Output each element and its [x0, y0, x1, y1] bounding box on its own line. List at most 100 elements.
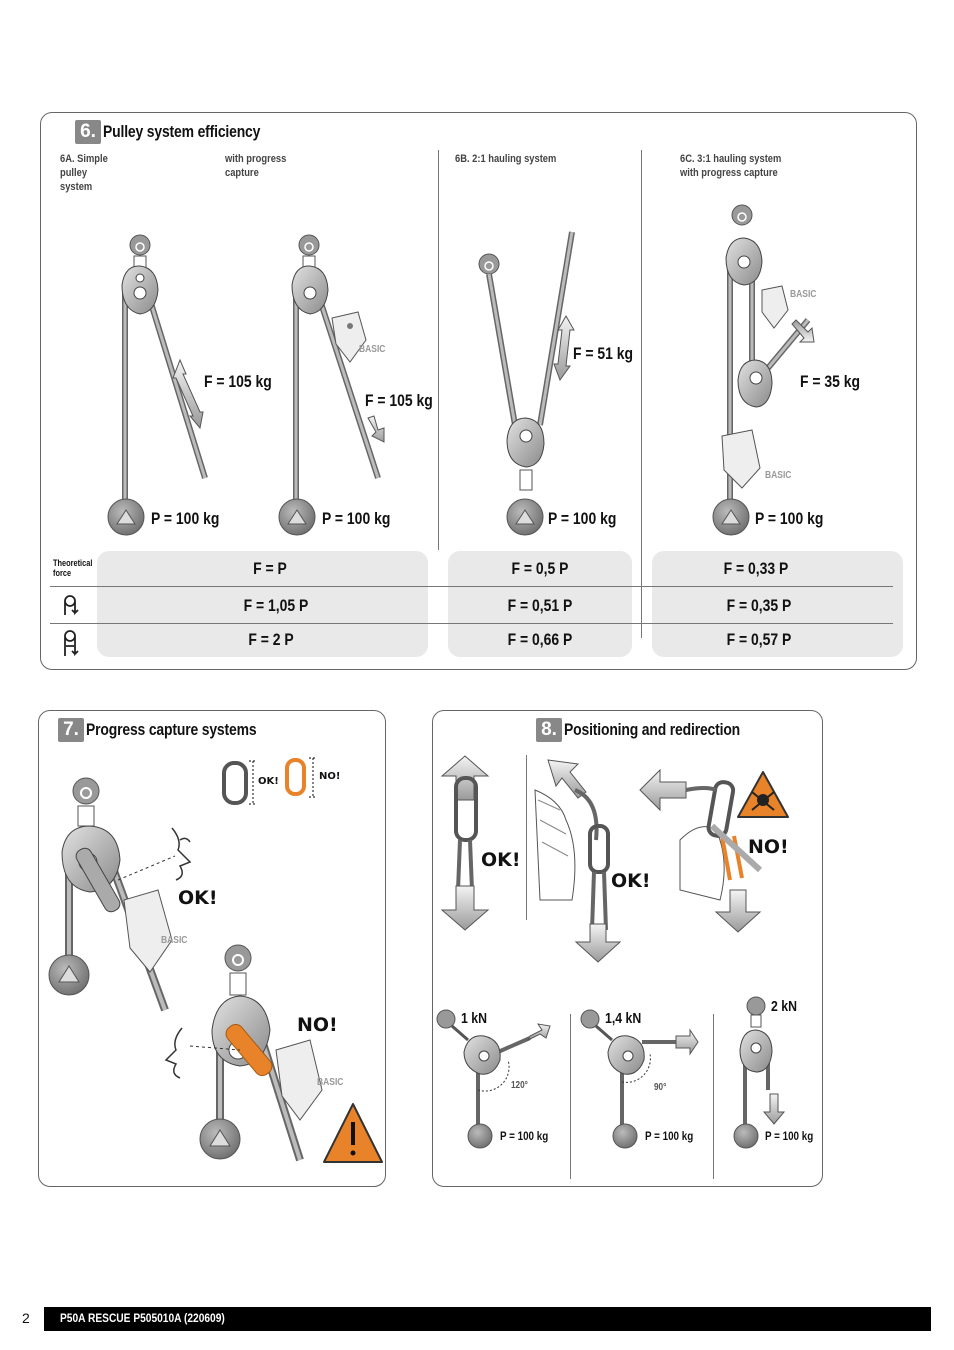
double-arrow-icon: [553, 314, 575, 382]
left-arrow-icon: [639, 768, 687, 812]
pulley-icon: [725, 237, 763, 286]
anchor-icon: [731, 204, 753, 226]
ok-label: OK!: [178, 887, 218, 909]
load-icon: [278, 498, 316, 536]
up-arrow-icon: [791, 319, 815, 343]
carabiner-icon: [706, 780, 736, 838]
pulley-icon: [291, 265, 329, 315]
force-label-6a: F = 105 kg: [204, 372, 272, 391]
force-1-4kn: 1,4 kN: [605, 1010, 642, 1027]
table-cell: F = 0,57 P: [726, 630, 792, 649]
down-arrow-icon: [762, 1093, 786, 1125]
table-cell: F = 0,5 P: [511, 559, 569, 578]
warning-icon: [323, 1103, 383, 1163]
basic-ascender-icon: [123, 889, 173, 973]
divider-8-bottom-2: [713, 1014, 714, 1179]
load-label-6c: P = 100 kg: [755, 509, 824, 528]
pulley-icon: [737, 359, 773, 408]
face-icon: [164, 1027, 183, 1079]
down-arrow-icon: [574, 923, 622, 963]
table-cell: F = 0,33 P: [723, 559, 789, 578]
pulley-icon: [121, 265, 159, 315]
anchor-icon: [224, 944, 252, 972]
load-icon: [199, 1118, 241, 1160]
table-cell: F = 2 P: [248, 630, 294, 649]
load-label-6a: P = 100 kg: [151, 509, 220, 528]
label-6c: 6C. 3:1 hauling system with progress cap…: [680, 153, 782, 179]
table-cell: F = 0,66 P: [507, 630, 573, 649]
basic-ascender-icon: [761, 285, 789, 329]
carabiner-icon: [222, 761, 248, 805]
pulley-icon: [739, 1029, 773, 1073]
section-7-title: Progress capture systems: [86, 720, 257, 739]
no-label: NO!: [748, 836, 789, 858]
label-6b: 6B. 2:1 hauling system: [455, 153, 557, 165]
pulley-icon: [506, 417, 545, 468]
table-cell: F = 1,05 P: [243, 596, 309, 615]
anchor-icon: [72, 777, 100, 805]
table-bg-6c: [652, 551, 903, 657]
load-label: P = 100 kg: [645, 1129, 694, 1143]
basic-ascender-icon: [331, 311, 367, 363]
load-icon: [107, 498, 145, 536]
pulley-icon: [463, 1035, 501, 1075]
theoretical-force-label: Theoretical force: [53, 558, 93, 578]
table-divider: [50, 623, 893, 624]
divider-6a-6b: [438, 150, 439, 550]
section-7-number: 7.: [58, 718, 84, 742]
table-divider: [50, 586, 893, 587]
ok-label: OK!: [481, 849, 521, 871]
divider-8-bottom-1: [570, 1014, 571, 1179]
carabiner-icon: [75, 847, 121, 913]
label-6a: 6A. Simple pulley system: [60, 153, 108, 193]
down-arrow-icon: [440, 885, 490, 931]
angle-90: 90°: [654, 1082, 667, 1093]
face-icon: [171, 827, 192, 881]
down-arrow-icon: [714, 889, 762, 933]
footer-bar: [44, 1307, 931, 1331]
divider-6b-6c: [641, 150, 642, 638]
single-pulley-icon: [64, 595, 79, 616]
load-label-6b: P = 100 kg: [548, 509, 617, 528]
table-cell: F = 0,51 P: [507, 596, 573, 615]
anchor-icon: [580, 1009, 600, 1029]
section-8-number: 8.: [536, 718, 562, 742]
table-cell: F = P: [253, 559, 287, 578]
no-label: NO!: [297, 1014, 338, 1036]
force-2kn: 2 kN: [771, 998, 797, 1015]
danger-warning-icon: [737, 771, 789, 818]
load-label: P = 100 kg: [500, 1129, 549, 1143]
basic-label: BASIC: [161, 935, 188, 946]
basic-label: BASIC: [790, 289, 817, 300]
angle-120: 120°: [511, 1080, 528, 1091]
anchor-icon: [436, 1009, 456, 1029]
double-pulley-icon: [64, 630, 79, 657]
section-6-number: 6.: [75, 120, 101, 144]
carabiner-orange-icon: [225, 1024, 273, 1076]
ok-label: OK!: [611, 870, 651, 892]
force-label-6c: F = 35 kg: [800, 372, 861, 391]
force-1kn: 1 kN: [461, 1010, 487, 1027]
pulley-icon: [607, 1035, 645, 1075]
basic-label: BASIC: [765, 470, 792, 481]
no-small-label: NO!: [319, 771, 341, 782]
load-icon: [48, 954, 90, 996]
load-label-6a-progress: P = 100 kg: [322, 509, 391, 528]
carabiner-orange-icon: [285, 758, 306, 796]
basic-ascender-icon: [275, 1039, 323, 1121]
double-arrow-icon: [172, 358, 204, 430]
table-bg-6b: [448, 551, 632, 657]
basic-label: BASIC: [359, 344, 386, 355]
right-arrow-icon: [526, 1023, 551, 1042]
carabiner-icon: [454, 776, 478, 842]
load-icon: [712, 498, 750, 536]
right-arrow-icon: [675, 1028, 699, 1056]
load-icon: [733, 1123, 759, 1149]
basic-ascender-icon: [721, 429, 761, 489]
basic-label: BASIC: [317, 1077, 344, 1088]
ok-small-label: OK!: [258, 776, 279, 787]
section-8-title: Positioning and redirection: [564, 720, 741, 739]
